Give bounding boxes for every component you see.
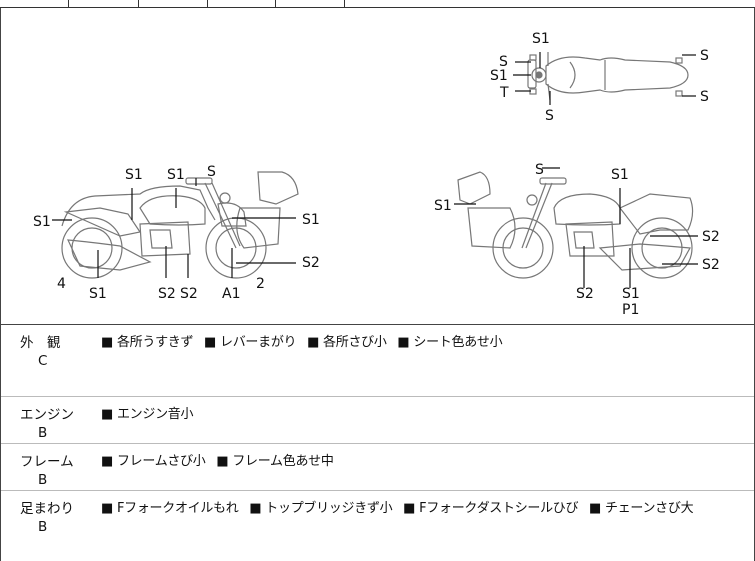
bullet-icon: ■ — [216, 454, 229, 469]
left-label-s2-front: S2 — [302, 255, 320, 271]
row-category: エンジン — [20, 407, 74, 423]
condition-row-suspension: 足まわり B ■Fフォークオイルもれ ■トップブリッジきず小 ■Fフォークダスト… — [0, 491, 755, 561]
row-category: フレーム — [20, 454, 74, 470]
left-label-s1-tank-left: S1 — [125, 167, 143, 183]
motorcycle-diagram-svg: S1 S S1 T S S S — [33, 31, 720, 318]
bullet-icon: ■ — [589, 501, 602, 516]
left-label-s-top: S — [207, 164, 216, 180]
top-view-bike — [513, 52, 696, 105]
right-label-s2-rear-a: S2 — [702, 229, 720, 245]
bullet-icon: ■ — [101, 501, 113, 516]
note-item: エンジン音小 — [116, 407, 194, 422]
left-label-s1-tank-right: S1 — [167, 167, 185, 183]
left-label-s2-bottom-a: S2 — [158, 286, 176, 302]
bullet-icon: ■ — [204, 335, 217, 350]
note-item: レバーまがり — [220, 335, 297, 350]
bullet-icon: ■ — [249, 501, 262, 516]
right-label-s2-bottom: S2 — [576, 286, 594, 302]
row-notes: ■各所うすきず ■レバーまがり ■各所さび小 ■シート色あせ小 — [101, 331, 509, 350]
row-category: 外 観 — [20, 335, 61, 351]
note-item: チェーンさび大 — [605, 501, 694, 516]
left-label-s1-bottom: S1 — [89, 286, 107, 302]
row-grade: B — [38, 519, 48, 535]
left-label-2: 2 — [256, 276, 265, 292]
note-item: Fフォークダストシールひび — [419, 501, 579, 516]
left-side-bike — [52, 171, 299, 279]
condition-row-exterior: 外 観 C ■各所うすきず ■レバーまがり ■各所さび小 ■シート色あせ小 — [0, 325, 755, 397]
right-label-s1-tank: S1 — [611, 167, 629, 183]
right-label-s1-bottom: S1 — [622, 286, 640, 302]
note-item: Fフォークオイルもれ — [116, 501, 239, 516]
left-label-s2-bottom-b: S2 — [180, 286, 198, 302]
row-notes: ■Fフォークオイルもれ ■トップブリッジきず小 ■Fフォークダストシールひび ■… — [101, 497, 700, 516]
bullet-icon: ■ — [307, 335, 320, 350]
bullet-icon: ■ — [101, 407, 113, 422]
left-label-a1: A1 — [222, 286, 240, 302]
top-label-s-bottom: S — [545, 108, 554, 124]
right-side-bike — [454, 167, 698, 288]
top-label-s1: S1 — [532, 31, 550, 47]
note-item: 各所うすきず — [116, 335, 194, 350]
top-label-s-tail-bottom: S — [700, 89, 709, 105]
bullet-icon: ■ — [397, 335, 410, 350]
left-label-4: 4 — [57, 276, 66, 292]
right-label-p1: P1 — [622, 302, 639, 318]
bullet-icon: ■ — [101, 335, 113, 350]
right-label-s-top: S — [535, 162, 544, 178]
table-top-strip — [0, 0, 755, 8]
note-item: フレームさび小 — [116, 454, 206, 469]
row-notes: ■エンジン音小 — [101, 403, 200, 422]
bullet-icon: ■ — [101, 454, 113, 469]
left-label-s1-front: S1 — [302, 212, 320, 228]
condition-row-frame: フレーム B ■フレームさび小 ■フレーム色あせ中 — [0, 444, 755, 491]
left-label-s1-rear: S1 — [33, 214, 51, 230]
row-grade: C — [38, 353, 48, 369]
top-label-s1-left: S1 — [490, 68, 508, 84]
row-grade: B — [38, 472, 48, 488]
top-label-s-left: S — [499, 54, 508, 70]
right-label-s2-rear-b: S2 — [702, 257, 720, 273]
top-label-s-tail-top: S — [700, 48, 709, 64]
note-item: 各所さび小 — [323, 335, 387, 350]
note-item: シート色あせ小 — [413, 335, 503, 350]
row-grade: B — [38, 425, 48, 441]
condition-row-engine: エンジン B ■エンジン音小 — [0, 397, 755, 444]
top-label-t: T — [499, 85, 509, 101]
row-category: 足まわり — [20, 501, 74, 517]
note-item: フレーム色あせ中 — [232, 454, 334, 469]
left-border — [0, 8, 1, 561]
damage-diagram: S1 S S1 T S S S — [0, 8, 755, 325]
row-notes: ■フレームさび小 ■フレーム色あせ中 — [101, 450, 341, 469]
note-item: トップブリッジきず小 — [265, 501, 393, 516]
right-label-s1-front: S1 — [434, 198, 452, 214]
bullet-icon: ■ — [403, 501, 416, 516]
